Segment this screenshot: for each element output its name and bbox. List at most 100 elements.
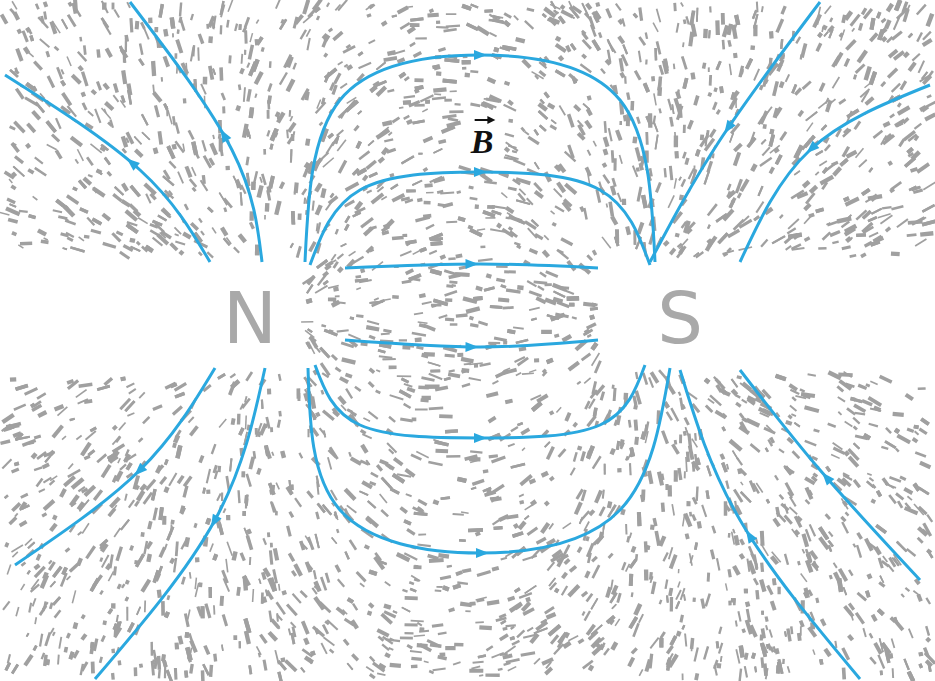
iron-filing (560, 4, 566, 10)
iron-filing (739, 538, 745, 545)
iron-filing (522, 447, 526, 451)
iron-filing (804, 405, 819, 413)
iron-filing (920, 231, 934, 237)
iron-filing (14, 155, 24, 164)
iron-filing (682, 152, 687, 159)
iron-filing (666, 411, 673, 421)
iron-filing (744, 666, 748, 678)
iron-filing (487, 600, 500, 606)
iron-filing (79, 37, 82, 42)
iron-filing (78, 65, 84, 71)
iron-filing (803, 214, 813, 224)
iron-filing (603, 148, 609, 155)
iron-filing (501, 192, 508, 198)
iron-filing (858, 384, 868, 390)
iron-filing (154, 27, 158, 32)
iron-filing (206, 469, 211, 484)
iron-filing (376, 128, 391, 139)
iron-filing (891, 83, 901, 93)
iron-filing (797, 110, 804, 117)
iron-filing (26, 123, 36, 134)
iron-filing (462, 67, 466, 70)
iron-filing (354, 386, 361, 392)
iron-filing (475, 286, 483, 292)
iron-filing (340, 83, 348, 89)
iron-filing (556, 407, 562, 413)
iron-filing (916, 4, 927, 15)
iron-filing (503, 12, 511, 19)
iron-filing (901, 593, 905, 597)
iron-filing (239, 68, 245, 75)
iron-filing (337, 329, 349, 332)
iron-filing (348, 452, 352, 457)
iron-filing (81, 91, 87, 97)
iron-filing (526, 7, 534, 12)
iron-filing (233, 247, 240, 254)
iron-filing (142, 416, 150, 424)
iron-filing (288, 511, 294, 518)
iron-filing (479, 674, 483, 676)
iron-filing (779, 81, 785, 88)
iron-filing (52, 632, 56, 637)
iron-filing (445, 318, 454, 322)
iron-filing (129, 545, 134, 551)
iron-filing (80, 633, 87, 641)
iron-filing (312, 415, 316, 420)
iron-filing (204, 603, 211, 618)
iron-filing (139, 392, 146, 399)
iron-filing (34, 167, 47, 177)
iron-filing (222, 614, 228, 626)
iron-filing (307, 537, 315, 551)
iron-filing (118, 660, 122, 665)
iron-filing (36, 392, 46, 399)
iron-filing (193, 523, 197, 528)
iron-filing (445, 646, 455, 650)
iron-filing (143, 28, 149, 40)
iron-filing (263, 149, 266, 155)
iron-filing (392, 236, 404, 241)
iron-filing (369, 367, 376, 373)
iron-filing (857, 50, 868, 64)
iron-filing (256, 185, 263, 198)
iron-filing (888, 494, 897, 504)
iron-filing (189, 425, 199, 436)
iron-filing (561, 572, 568, 580)
iron-filing (208, 36, 213, 43)
iron-filing (809, 524, 816, 537)
iron-filing (65, 547, 71, 553)
iron-filing (769, 167, 775, 175)
iron-filing (508, 186, 517, 191)
iron-filing (529, 290, 543, 297)
iron-filing (547, 102, 555, 109)
iron-filing (319, 121, 324, 126)
iron-filing (897, 102, 902, 107)
iron-filing (674, 178, 677, 189)
iron-filing (240, 552, 246, 561)
iron-filing (425, 224, 434, 230)
iron-filing (167, 110, 173, 125)
iron-filing (711, 525, 716, 533)
iron-filing (13, 121, 26, 134)
iron-filing (804, 440, 816, 447)
iron-filing (238, 84, 242, 90)
iron-filing (498, 298, 509, 303)
iron-filing (246, 62, 250, 68)
iron-filing (64, 647, 69, 653)
iron-filing (585, 3, 592, 11)
iron-filing (399, 107, 404, 109)
iron-filing (337, 139, 347, 151)
iron-filing (686, 501, 690, 506)
iron-filing (85, 430, 97, 440)
iron-filing (139, 483, 147, 491)
iron-filing (406, 528, 415, 536)
iron-filing (91, 229, 102, 235)
iron-filing (113, 83, 119, 93)
iron-filing (671, 443, 680, 454)
iron-filing (264, 215, 266, 220)
iron-filing (908, 628, 914, 638)
iron-filing (682, 42, 684, 47)
iron-filing (650, 637, 660, 649)
iron-filing (603, 648, 610, 656)
iron-filing (217, 466, 221, 473)
